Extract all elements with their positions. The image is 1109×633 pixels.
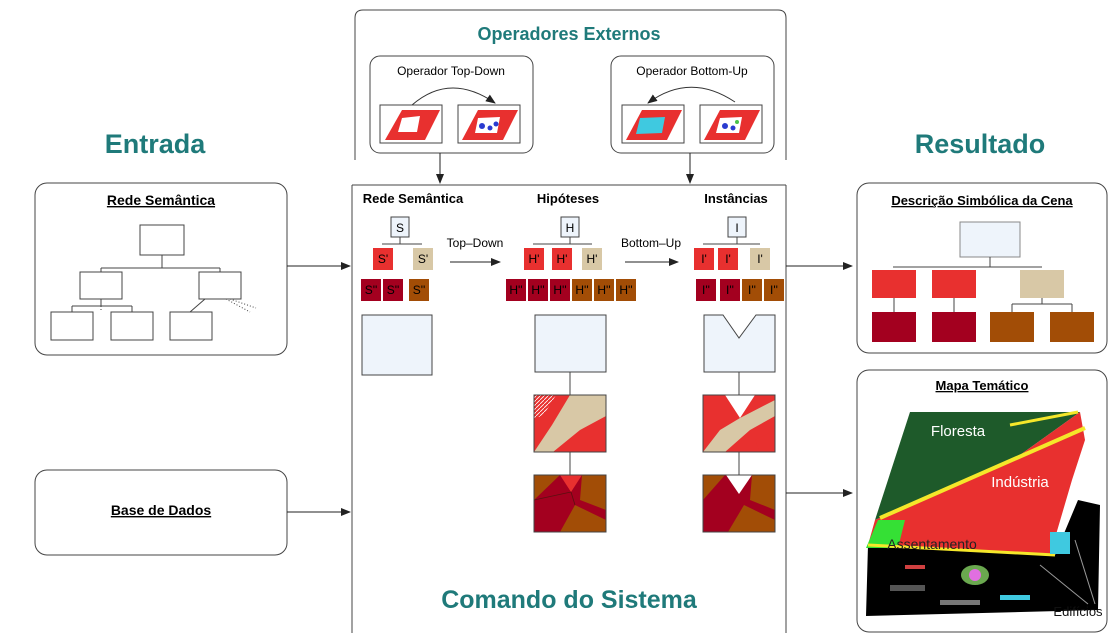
col-rede-semantica: Rede Semântica — [363, 191, 464, 206]
node-s-mid-1: S' — [378, 252, 388, 266]
node-s: S — [396, 221, 404, 235]
node-h-mid-3: H' — [587, 252, 598, 266]
node-h-mid-2: H' — [557, 252, 568, 266]
node-i-mid-1: I' — [701, 252, 707, 266]
tree-h: H H' H' H' H'' H'' H'' H'' H'' H'' — [506, 216, 636, 301]
node-h-leaf-5: H'' — [597, 283, 610, 297]
label-industria: Indústria — [991, 474, 1049, 491]
tree-i: I I' I' I' I'' I'' I'' I'' — [694, 216, 784, 301]
rede-semantica-input: Rede Semântica — [34, 182, 288, 356]
node-i-mid-2: I' — [725, 252, 731, 266]
operador-top-down: Operador Top-Down — [369, 55, 534, 154]
col-hipoteses: Hipóteses — [537, 191, 599, 206]
col-instancias: Instâncias — [704, 191, 768, 206]
i-region-1 — [703, 314, 776, 373]
node-h-leaf-3: H'' — [553, 283, 566, 297]
label-floresta: Floresta — [931, 423, 986, 440]
descricao-simbolica-title: Descrição Simbólica da Cena — [891, 193, 1073, 208]
bottom-up-arrow-label: Bottom–Up — [621, 236, 681, 250]
operador-bottom-up: Operador Bottom-Up — [610, 55, 775, 154]
i-region-2 — [702, 394, 776, 453]
label-edificios: Edifícios — [1053, 604, 1103, 619]
node-s-mid-2: S' — [418, 252, 428, 266]
operadores-externos-title: Operadores Externos — [477, 24, 660, 44]
base-de-dados-title: Base de Dados — [111, 502, 212, 518]
comando-do-sistema-footer: Comando do Sistema — [441, 586, 698, 614]
node-h: H — [566, 221, 575, 235]
node-i-leaf-2: I'' — [726, 283, 734, 297]
base-de-dados-input: Base de Dados — [34, 469, 288, 556]
node-h-leaf-4: H'' — [575, 283, 588, 297]
node-h-leaf-6: H'' — [619, 283, 632, 297]
resultado-heading: Resultado — [915, 129, 1046, 159]
rede-semantica-input-title: Rede Semântica — [107, 192, 215, 208]
node-h-mid-1: H' — [529, 252, 540, 266]
i-region-3 — [702, 474, 776, 533]
node-i-mid-3: I' — [757, 252, 763, 266]
h-region-2 — [533, 394, 607, 453]
node-h-leaf-1: H'' — [509, 283, 522, 297]
top-down-arrow-label: Top–Down — [447, 236, 504, 250]
operador-bottom-up-label: Operador Bottom-Up — [636, 64, 748, 78]
h-region-1 — [534, 314, 607, 373]
node-i-leaf-3: I'' — [748, 283, 756, 297]
node-i-leaf-4: I'' — [770, 283, 778, 297]
descricao-simbolica-panel: Descrição Simbólica da Cena — [856, 182, 1108, 354]
node-s-leaf-3: S'' — [413, 283, 426, 297]
tree-s: S S' S' S'' S'' S'' — [361, 216, 433, 301]
node-i-leaf-1: I'' — [702, 283, 710, 297]
node-h-leaf-2: H'' — [531, 283, 544, 297]
s-region — [361, 314, 433, 376]
node-i: I — [735, 221, 738, 235]
operadores-externos-panel: Operadores Externos Operador Top-Down Op… — [354, 9, 787, 184]
h-region-3 — [533, 474, 607, 533]
mapa-tematico-panel: Mapa Temático Floresta Indústria Assenta… — [856, 369, 1108, 633]
sistema-panel: Rede Semântica Hipóteses Instâncias S S'… — [351, 184, 787, 633]
label-assentamento: Assentamento — [887, 536, 977, 552]
entrada-heading: Entrada — [105, 129, 207, 159]
operador-top-down-label: Operador Top-Down — [397, 64, 505, 78]
node-s-leaf-1: S'' — [365, 283, 378, 297]
mapa-tematico-title: Mapa Temático — [936, 378, 1029, 393]
node-s-leaf-2: S'' — [387, 283, 400, 297]
